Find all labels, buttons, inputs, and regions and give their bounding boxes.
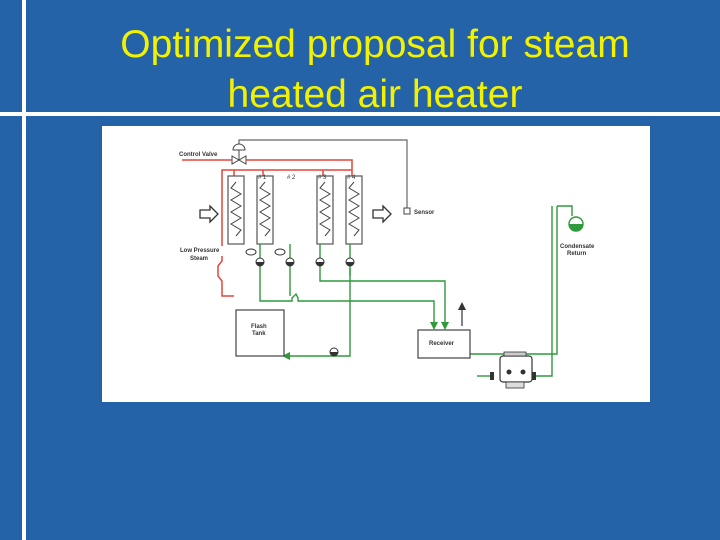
arrow-to-flash-tank [282, 352, 290, 360]
control-valve-label: Control Valve [179, 152, 218, 158]
horizontal-rule [0, 112, 720, 116]
steam-pipes [182, 159, 353, 297]
flash-tank [235, 309, 285, 357]
steam-air-heater-diagram: Sensor Control Valve [102, 126, 650, 402]
condensate-return-label-1: Condensate [560, 244, 595, 250]
steam-traps [245, 248, 355, 357]
flash-tank-label-2: Tank [252, 331, 266, 337]
pump-icon [490, 351, 536, 389]
airflow-arrow-out [372, 204, 392, 224]
vent-arrow [458, 302, 466, 310]
control-valve-icon [231, 143, 247, 165]
receiver-label: Receiver [429, 341, 455, 347]
condensate-return-icon [568, 216, 584, 232]
sensor-box [403, 207, 411, 215]
sensor-label: Sensor [414, 210, 435, 216]
vertical-rule [22, 0, 26, 540]
diagram-svg: Sensor Control Valve [179, 139, 595, 389]
control-signal-line [238, 139, 408, 208]
condensate-pipes [259, 205, 573, 377]
condensate-return-label-2: Return [567, 251, 587, 257]
low-pressure-label-2: Steam [190, 256, 208, 262]
low-pressure-label-1: Low Pressure [180, 248, 220, 254]
title-line-2: heated air heater [227, 73, 523, 116]
arrow-into-receiver-2 [441, 322, 449, 330]
coil-label-2: # 2 [287, 175, 296, 181]
airflow-arrow-in [199, 204, 219, 224]
slide-title: Optimized proposal for steam heated air … [30, 20, 720, 120]
arrow-into-receiver-1 [430, 322, 438, 330]
coil-label-4: # 4 [347, 175, 356, 181]
title-line-1: Optimized proposal for steam [120, 23, 630, 66]
coil-label-3: # 3 [318, 175, 327, 181]
coil-label-1: # 1 [258, 175, 267, 181]
heater-coils [227, 175, 363, 245]
receiver-tank [417, 329, 471, 359]
flash-tank-label-1: Flash [251, 324, 267, 330]
